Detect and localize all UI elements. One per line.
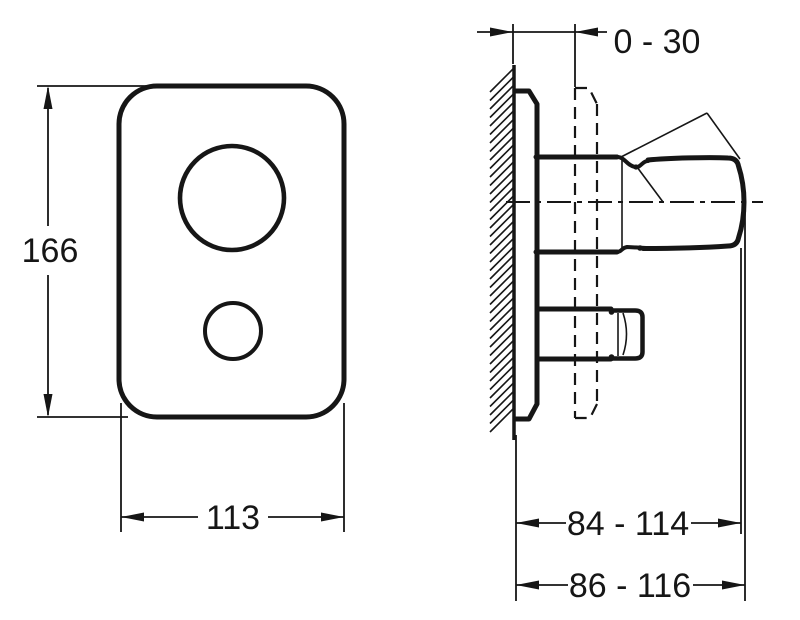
wall-hatch-stroke	[489, 279, 515, 306]
arrowhead-right	[718, 518, 741, 528]
dimension-depth-86-116: 86 - 116	[516, 212, 746, 605]
dimension-label-height: 166	[22, 232, 79, 270]
arrowhead-left	[121, 512, 144, 522]
arrowhead-right	[722, 580, 745, 590]
handle-neck-bottom	[615, 245, 648, 254]
wall-hatch-stroke	[489, 169, 515, 195]
arrowhead-down	[43, 394, 53, 417]
handle-taper-line	[636, 166, 664, 203]
dimension-label-width: 113	[206, 499, 260, 537]
wall-hatch-stroke	[489, 67, 515, 93]
main-handle-rotated-position	[620, 112, 741, 203]
wall-hatch-stroke	[489, 381, 515, 408]
rotated-handle-edge	[620, 112, 708, 158]
wall-hatch-stroke	[489, 305, 515, 331]
arrowhead-right	[490, 27, 513, 37]
diverter-knob	[534, 306, 645, 362]
wall-hatch-stroke	[489, 245, 515, 272]
main-handle-outline	[640, 155, 747, 251]
wall-hatch-stroke	[489, 356, 515, 382]
wall-hatch-stroke	[489, 135, 515, 161]
wall-hatch-stroke	[489, 92, 515, 119]
wall-hatch-stroke	[489, 186, 515, 212]
arrowhead-up	[43, 86, 53, 109]
wall-hatch-stroke	[489, 364, 515, 391]
dimension-wall-adjust-0-30: 0 - 30	[477, 23, 700, 87]
wall-hatch-stroke	[489, 211, 515, 238]
dashed-plate-top	[575, 86, 598, 105]
arrowhead-left	[516, 580, 539, 590]
dimension-width-113: 113	[120, 403, 345, 537]
knob-face-curve	[622, 312, 628, 356]
wall-hatch-stroke	[489, 118, 515, 144]
wall-hatch-stroke	[489, 228, 515, 255]
side-view: 0 - 30 84 - 114 86 - 116	[477, 23, 763, 605]
wall-hatch-stroke	[489, 373, 515, 399]
wall-hatch-stroke	[489, 160, 515, 187]
wall-hatch-stroke	[489, 254, 515, 280]
wall-hatch-stroke	[489, 322, 515, 348]
wall-hatch-stroke	[489, 313, 515, 340]
dimension-label-depth-body: 84 - 114	[567, 505, 689, 543]
wall-hatch-stroke	[489, 101, 515, 127]
wall-hatch-stroke	[489, 177, 515, 204]
wall-hatch-stroke	[489, 262, 515, 289]
knob-corner-dot	[608, 354, 615, 360]
wall-hatch-stroke	[489, 339, 515, 365]
wall-hatch-stroke	[489, 84, 515, 110]
wall-hatch-stroke	[489, 347, 515, 374]
knob-outline	[610, 308, 645, 361]
wall-hatch-stroke	[489, 271, 515, 297]
dimension-label-depth-total: 86 - 116	[569, 567, 691, 605]
faceplate-side-profile	[512, 88, 540, 422]
arrowhead-left	[516, 518, 539, 528]
dimension-label-wall-adjust: 0 - 30	[614, 23, 701, 61]
wall-hatch-stroke	[489, 152, 515, 178]
main-handle-hole-circle	[177, 143, 287, 253]
wall-hatch-stroke	[489, 220, 515, 246]
faceplate-outline	[116, 83, 347, 420]
wall-hatch-stroke	[489, 75, 515, 102]
dashed-plate-bottom	[575, 403, 598, 420]
wall-hatch-stroke	[489, 330, 515, 357]
rotated-handle-edge	[706, 112, 741, 160]
wall-hatch-stroke	[489, 398, 515, 425]
wall-hatch-stroke	[489, 109, 515, 136]
wall-hatch-stroke	[489, 407, 515, 433]
dimension-depth-84-114: 84 - 114	[515, 248, 742, 601]
wall-hatch-stroke	[489, 143, 515, 170]
wall-hatch-stroke	[489, 237, 515, 263]
wall-hatching	[489, 67, 515, 433]
wall-hatch-stroke	[489, 203, 515, 229]
wall-hatch-stroke	[489, 288, 515, 314]
knob-corner-dot	[608, 309, 615, 315]
dimension-height-166: 166	[22, 85, 157, 418]
diverter-knob-hole-circle	[203, 301, 263, 361]
front-view	[116, 83, 347, 420]
arrowhead-left	[575, 27, 598, 37]
wall-hatch-stroke	[489, 126, 515, 153]
wall-hatch-stroke	[489, 194, 515, 221]
wall-hatch-stroke	[489, 390, 515, 416]
faceplate-extended-position-dashed	[573, 86, 599, 420]
arrowhead-right	[321, 512, 344, 522]
wall-hatch-stroke	[489, 296, 515, 323]
main-valve-body	[533, 154, 650, 255]
